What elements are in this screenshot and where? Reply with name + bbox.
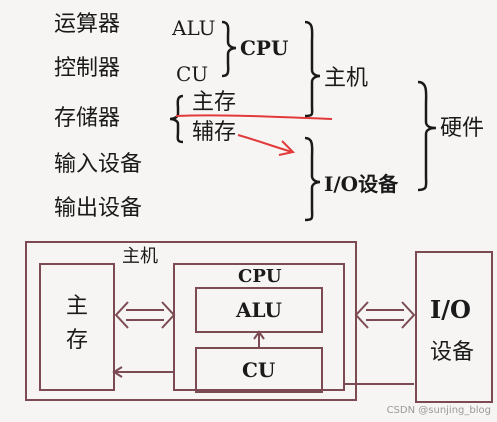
group-cpu: CPU	[240, 36, 289, 60]
watermark: CSDN @sunjing_blog	[386, 405, 491, 416]
red-arrow-head	[278, 140, 296, 156]
red-underline	[175, 114, 333, 120]
group-io-device: I/O设备	[324, 172, 399, 196]
diagram-io-line1: I/O	[430, 295, 471, 324]
diagram-cpu-label: CPU	[238, 266, 282, 287]
host-box	[25, 241, 357, 401]
diagram-cu-label: CU	[242, 358, 276, 382]
label-storage-cn: 存储器	[54, 106, 121, 131]
brace-io	[304, 136, 321, 222]
brace-storage	[169, 94, 184, 144]
abbr-cu: CU	[176, 62, 209, 86]
cpu-box	[173, 263, 345, 391]
brace-host	[304, 20, 321, 118]
arrow-cu-memory	[112, 366, 174, 378]
brace-hardware	[417, 80, 437, 192]
label-alu-cn: 运算器	[54, 12, 121, 37]
brace-cpu	[221, 20, 237, 78]
diagram-main-memory-line1: 主	[66, 294, 89, 319]
label-main-memory: 主存	[192, 90, 237, 115]
diagram-host-label: 主机	[122, 246, 158, 267]
label-aux-memory: 辅存	[192, 120, 237, 145]
label-output-device: 输出设备	[54, 196, 143, 221]
main-memory-box	[39, 263, 115, 391]
arrow-cpu-io	[354, 301, 416, 329]
arrow-cu-alu	[253, 330, 265, 348]
io-box	[415, 251, 493, 403]
diagram-main-memory-line2: 存	[66, 328, 89, 353]
diagram-alu-label: ALU	[236, 298, 282, 322]
label-input-device: 输入设备	[54, 152, 143, 177]
arrow-memory-cpu	[114, 301, 176, 329]
abbr-alu: ALU	[172, 16, 216, 40]
group-hardware: 硬件	[440, 116, 485, 141]
diagram-io-line2: 设备	[430, 340, 475, 365]
red-arrow	[237, 134, 293, 153]
group-host: 主机	[324, 66, 369, 91]
label-cu-cn: 控制器	[54, 56, 121, 81]
